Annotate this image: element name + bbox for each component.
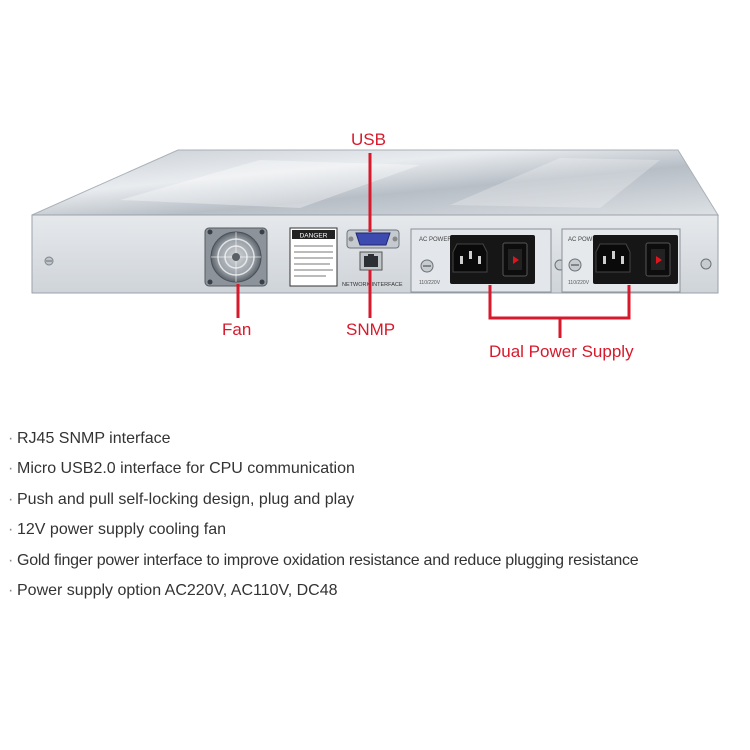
usb-port	[346, 229, 400, 249]
psu1-label: AC POWER	[419, 237, 452, 243]
power-callout-label: Dual Power Supply	[489, 342, 634, 361]
fan-callout-label: Fan	[222, 320, 252, 339]
list-item: ·Power supply option AC220V, AC110V, DC4…	[8, 581, 338, 599]
list-item: ·Gold finger power interface to improve …	[8, 551, 639, 569]
power-supply-module-2: AC POWER 110/220V	[561, 228, 712, 293]
fan-icon	[204, 227, 268, 287]
plastic-wrap-sheen	[120, 160, 420, 208]
snmp-callout-label: SNMP	[346, 320, 396, 339]
device-photo: DANGER NETWORK INTERFACE AC POWER 110/22…	[31, 149, 719, 338]
list-item: ·Micro USB2.0 interface for CPU communic…	[8, 460, 355, 478]
usb-callout-label: USB	[351, 130, 386, 149]
plastic-wrap-sheen-2	[450, 158, 660, 208]
list-item: ·Push and pull self-locking design, plug…	[8, 490, 355, 508]
screw-icon	[700, 258, 712, 270]
psu2-rating: 110/220V	[568, 280, 590, 286]
psu1-rating: 110/220V	[419, 280, 441, 286]
power-supply-module-1: AC POWER 110/220V	[410, 228, 566, 293]
list-item: ·RJ45 SNMP interface	[8, 430, 171, 447]
feature-list: ·RJ45 SNMP interface ·Micro USB2.0 inter…	[8, 424, 639, 606]
list-item: ·12V power supply cooling fan	[8, 521, 227, 539]
rj45-port	[359, 251, 383, 271]
danger-label: DANGER	[289, 227, 338, 287]
danger-label-text: DANGER	[300, 233, 328, 240]
psu2-label: AC POWER	[568, 237, 601, 243]
network-interface-label: NETWORK INTERFACE	[342, 282, 403, 288]
